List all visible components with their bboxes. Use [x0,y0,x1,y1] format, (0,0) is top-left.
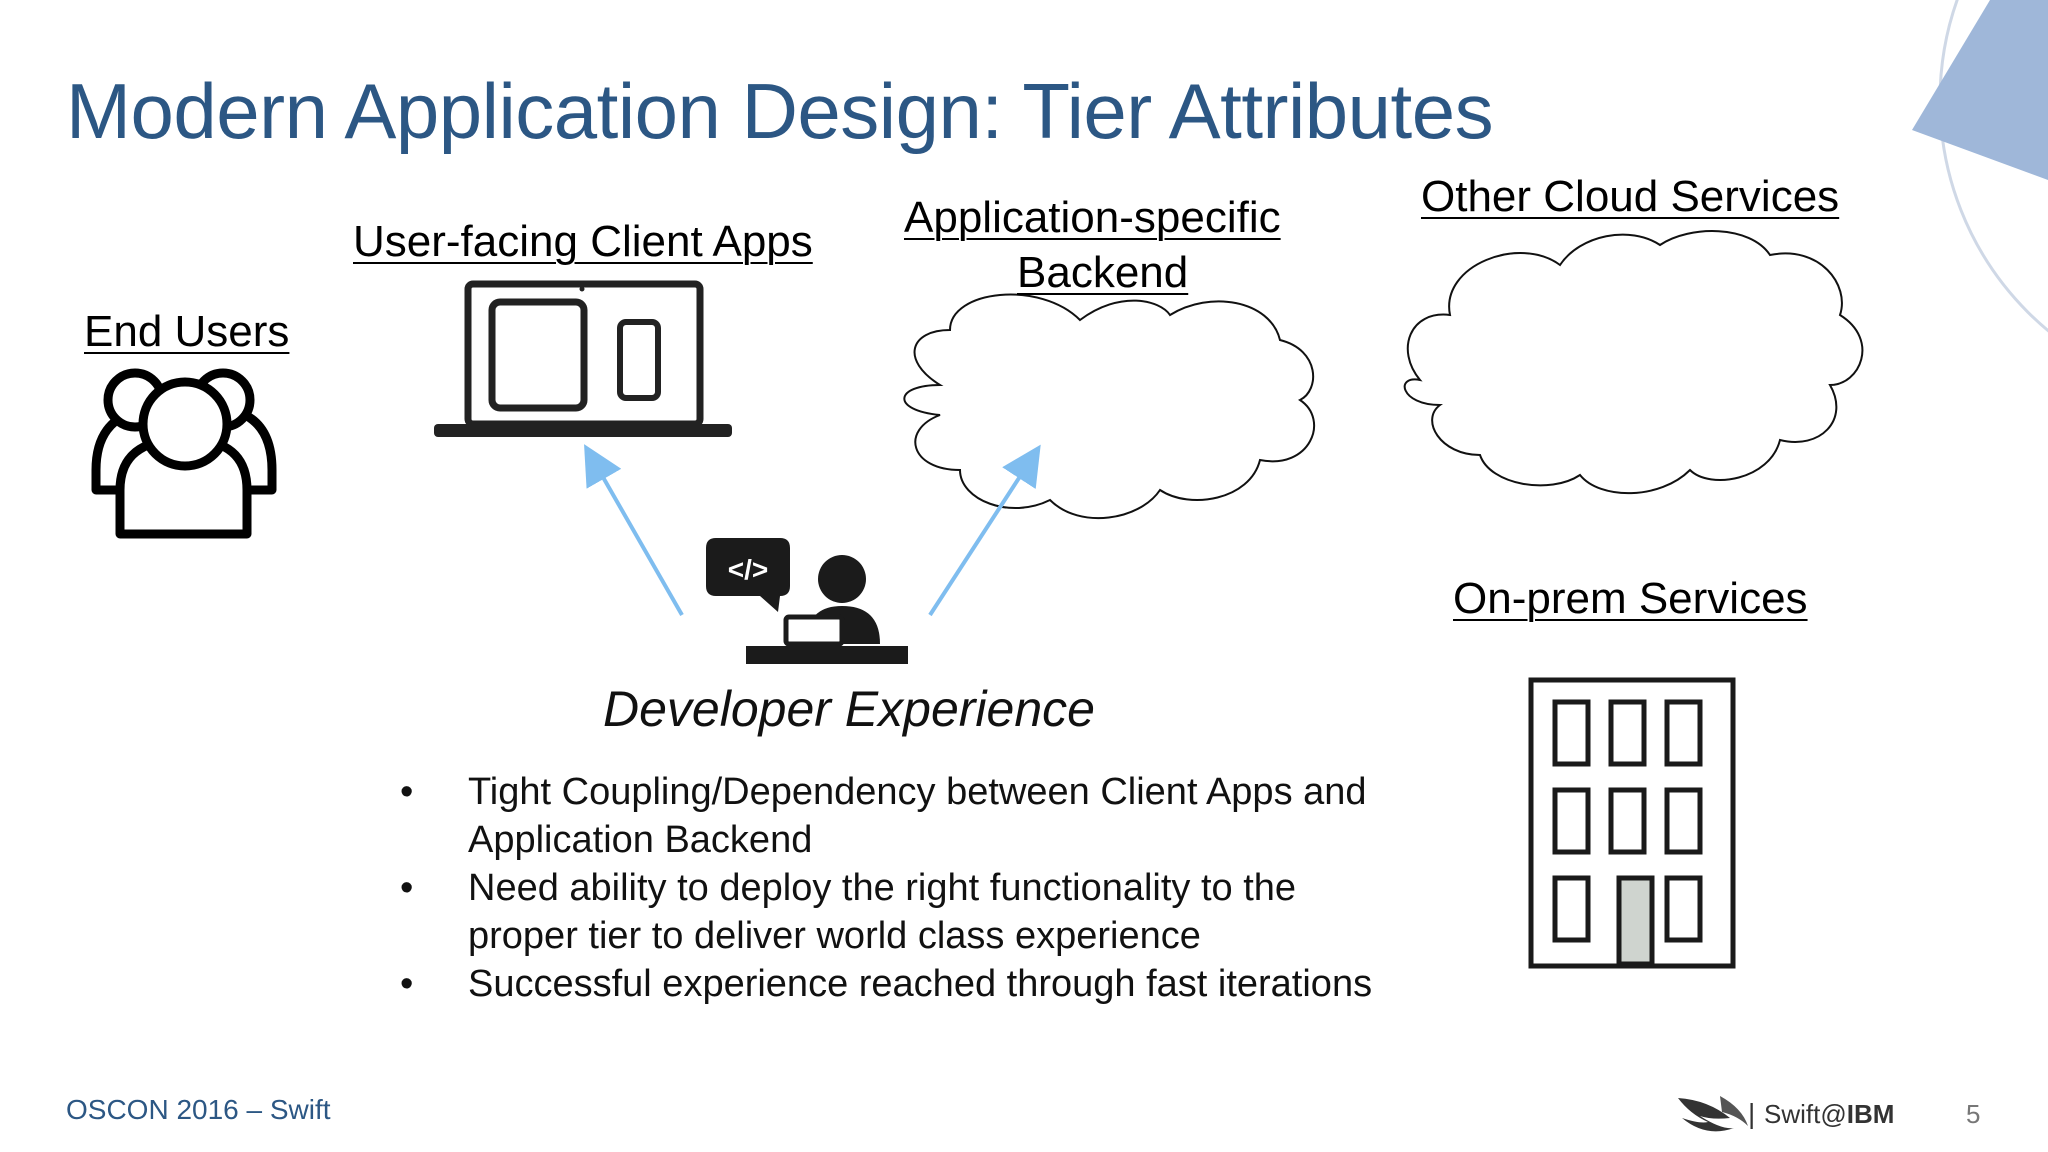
label-client-apps: User-facing Client Apps [353,217,813,266]
label-end-users: End Users [84,307,290,356]
bullet-item: Tight Coupling/Dependency between Client… [400,768,1400,864]
brand-prefix: Swift@ [1764,1099,1847,1129]
developer-icon: </> [706,538,908,664]
code-glyph: </> [728,554,768,585]
footer-separator: | [1748,1098,1756,1129]
slide-title: Modern Application Design: Tier Attribut… [66,67,1494,155]
laptop-devices-icon [434,280,732,437]
label-onprem-services: On-prem Services [1453,574,1808,623]
footer-brand: Swift@IBM [1764,1099,1894,1130]
users-group-icon [91,368,277,539]
corner-decoration [1912,0,2048,333]
developer-caption: Developer Experience [603,681,1095,737]
arrow-to-backend [928,444,1041,617]
cloud-icon [903,293,1316,520]
bullet-list: Tight Coupling/Dependency between Client… [400,768,1400,1008]
label-backend-line1: Application-specific [904,193,1281,242]
arrow-to-client [584,444,684,616]
building-icon [1528,677,1736,969]
brand-suffix: IBM [1846,1099,1895,1129]
cloud-icon [1403,230,1864,495]
label-backend-line2: Backend [1017,248,1189,297]
page-number: 5 [1966,1099,1981,1129]
label-cloud-services: Other Cloud Services [1421,172,1840,221]
bullet-item: Successful experience reached through fa… [400,960,1400,1008]
bullet-item: Need ability to deploy the right functio… [400,864,1400,960]
swift-logo-icon [1678,1096,1748,1132]
footer-event: OSCON 2016 – Swift [66,1094,331,1125]
